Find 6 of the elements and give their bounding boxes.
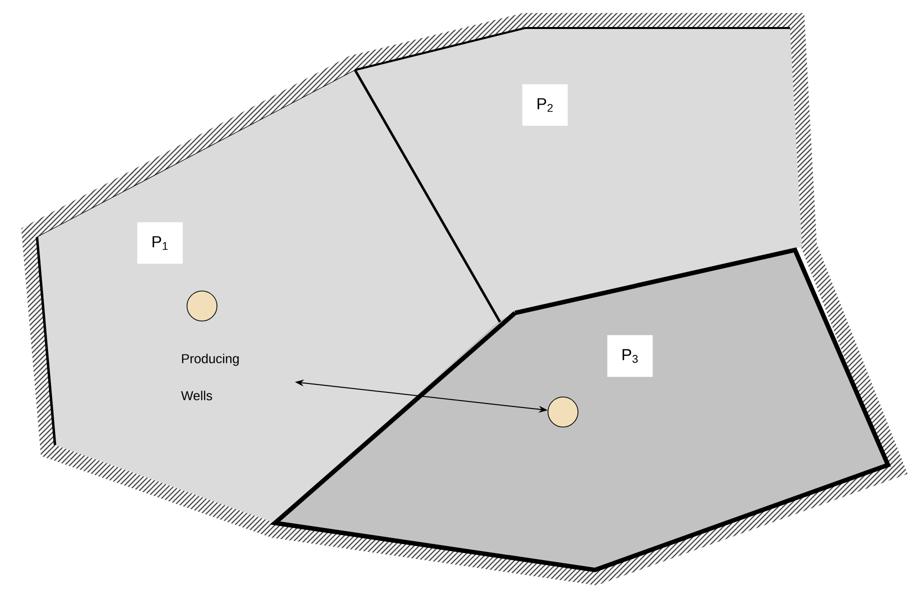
node-label: P$_{2}$ (538, 98, 553, 112)
well-circle (186, 290, 218, 322)
node-label: P$_{1}$ (152, 236, 168, 250)
well-circle (548, 396, 578, 428)
well-label: Producing Wells (181, 354, 239, 400)
region: P$_{2}$ (355, 28, 802, 320)
